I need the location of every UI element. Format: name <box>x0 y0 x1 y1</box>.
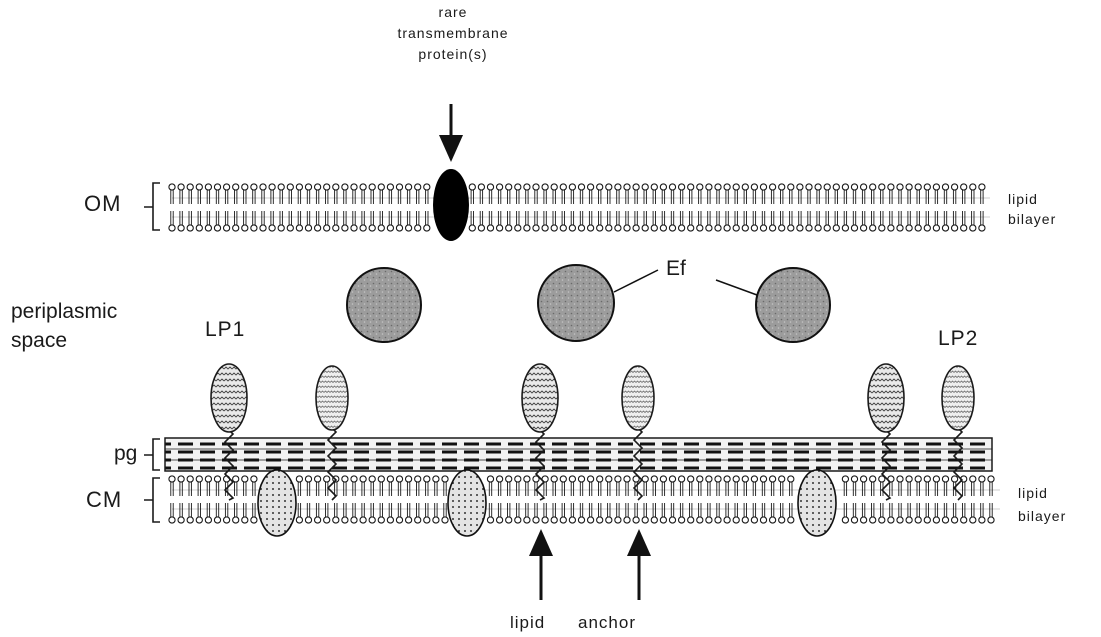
rare-label-line2: transmembrane <box>363 25 543 43</box>
peptidoglycan-layer <box>165 438 992 471</box>
cm-lipid-label: lipid <box>1018 485 1048 503</box>
ef-protein-3 <box>756 268 830 342</box>
lipid-anchor-label-2: anchor <box>578 612 636 633</box>
lp1-label: LP1 <box>205 319 245 340</box>
space-label: space <box>11 330 67 351</box>
lp2-label: LP2 <box>938 328 978 349</box>
lipid-anchor-label-1: lipid <box>510 612 545 633</box>
ef-line-1 <box>614 270 658 292</box>
ef-label: Ef <box>666 258 686 279</box>
om-bilayer-label: bilayer <box>1008 211 1056 229</box>
pg-bracket <box>144 439 160 470</box>
outer-membrane-bilayer <box>169 184 990 231</box>
cm-bracket <box>144 478 160 522</box>
om-label: OM <box>84 193 121 215</box>
ef-protein-1 <box>347 268 421 342</box>
rare-label-line1: rare <box>403 4 503 22</box>
ef-line-2 <box>716 280 757 295</box>
cm-label: CM <box>86 489 122 511</box>
rare-label-line3: protein(s) <box>383 46 523 64</box>
om-bracket <box>144 183 160 230</box>
transmembrane-protein <box>433 169 469 241</box>
cm-bilayer-label: bilayer <box>1018 508 1066 526</box>
om-lipid-label: lipid <box>1008 191 1038 209</box>
ef-protein-2 <box>538 265 614 341</box>
periplasmic-label: periplasmic <box>11 301 117 322</box>
ef-proteins <box>347 265 830 342</box>
pg-label: pg <box>114 443 137 464</box>
